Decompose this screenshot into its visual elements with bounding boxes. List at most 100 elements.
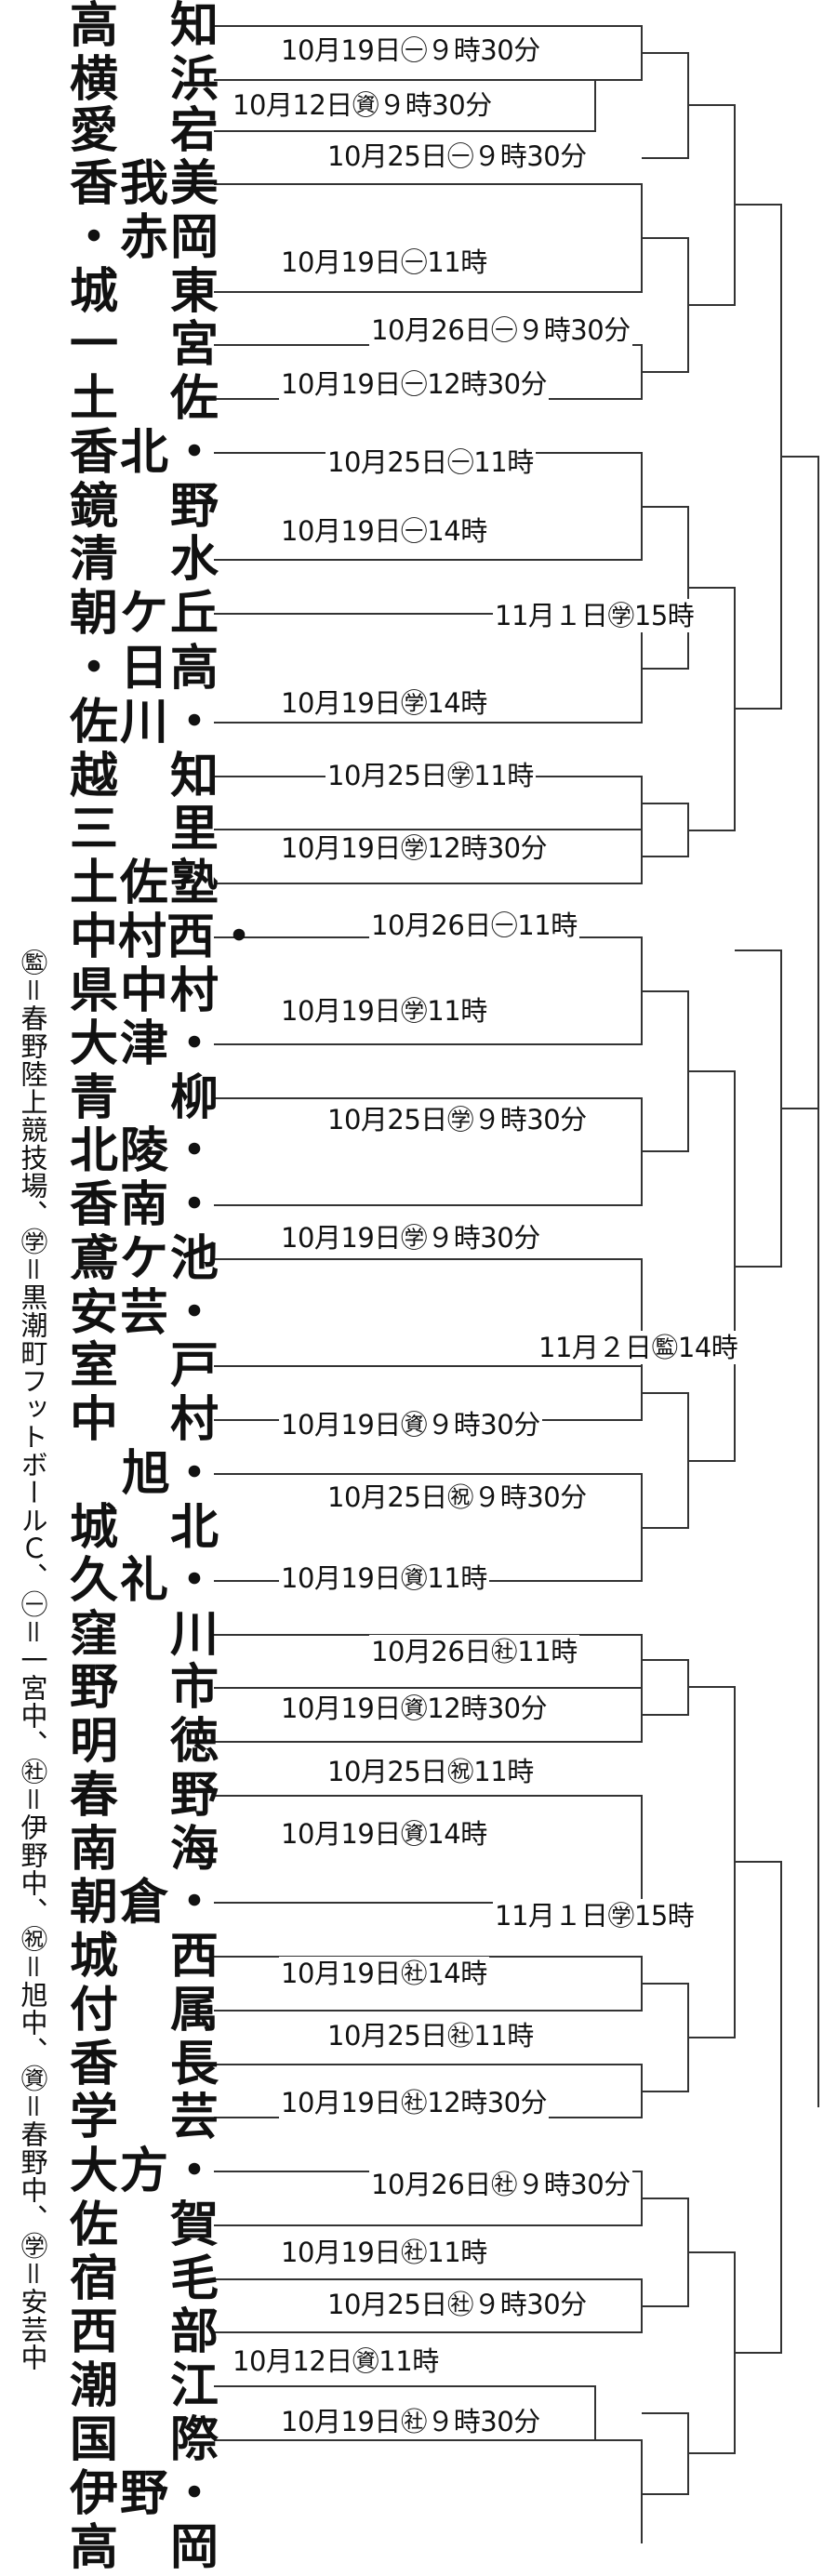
match-label: 10月19日㊓14時 xyxy=(279,1957,489,1990)
match-label: 11月２日㊬14時 xyxy=(537,1331,740,1364)
team-name: 愛 宕 xyxy=(70,102,219,159)
bracket-line xyxy=(642,1392,689,1529)
bracket-line xyxy=(642,2412,689,2495)
match-label: 10月26日㊓９時30分 xyxy=(369,2168,632,2201)
bracket-line xyxy=(688,1070,736,1462)
team-name: 土 佐 xyxy=(70,370,219,427)
match-label: 10月19日㊓９時30分 xyxy=(279,2405,542,2438)
match-label: 10月25日㊫11時 xyxy=(326,759,536,792)
match-label: 10月25日㊗９時30分 xyxy=(326,1481,589,1514)
bracket-line xyxy=(735,204,782,710)
bracket-line xyxy=(735,949,782,1268)
team-name: 旭・ xyxy=(121,1445,219,1502)
team-name: 佐 賀 xyxy=(70,2197,219,2253)
team-name: 野 市 xyxy=(70,1659,219,1716)
bracket-line xyxy=(214,79,596,132)
bracket-line xyxy=(688,2251,736,2454)
bracket-line xyxy=(642,52,689,159)
team-name: 高 岡 xyxy=(70,2519,219,2576)
match-label: 11月１日㊫15時 xyxy=(493,1899,697,1932)
match-label: 10月19日㊓12時30分 xyxy=(279,2086,550,2119)
team-name: 鳶ケ池 xyxy=(70,1230,219,1287)
match-label: 10月25日㊫９時30分 xyxy=(326,1103,589,1136)
match-label: 10月19日㊫14時 xyxy=(279,686,489,720)
bracket-line xyxy=(688,1686,736,2038)
bracket-line xyxy=(642,506,689,670)
team-name: 清 水 xyxy=(70,531,219,588)
team-name: 南 海 xyxy=(70,1821,219,1878)
team-name: 潮 江 xyxy=(70,2357,219,2414)
team-name: 城 西 xyxy=(70,1928,219,1985)
team-name: 香北・ xyxy=(70,424,219,481)
match-label: 10月25日㊓11時 xyxy=(326,2019,536,2052)
venue-legend: ㊬＝春野陸上競技場、㊫＝黒潮町フットボールＣ、㊀＝一宮中、㊓＝伊野中、㊗＝旭中、… xyxy=(17,949,48,2372)
team-name: ・赤岡 xyxy=(70,209,219,266)
team-name: 佐川・ xyxy=(70,694,219,750)
match-label: 10月26日㊀11時 xyxy=(369,909,579,942)
match-label: 10月19日㊫12時30分 xyxy=(279,831,550,865)
team-name: 北陵・ xyxy=(70,1122,219,1179)
match-label: 11月１日㊫15時 xyxy=(493,599,697,632)
team-name: 明 徳 xyxy=(70,1713,219,1770)
bracket-line xyxy=(642,803,689,857)
team-name: 国 際 xyxy=(70,2411,219,2468)
bracket-line xyxy=(214,936,643,1045)
team-name: 土佐塾 xyxy=(70,855,219,911)
team-name: 香 長 xyxy=(70,2036,219,2092)
team-name: 西 部 xyxy=(70,2304,219,2360)
bracket-line xyxy=(642,237,689,373)
bracket-line xyxy=(781,456,819,1109)
match-label: 10月25日㊗11時 xyxy=(326,1755,536,1788)
bracket-line xyxy=(688,104,736,306)
team-name: 香南・ xyxy=(70,1176,219,1233)
bracket-line xyxy=(214,1795,643,1904)
team-name: 一 宮 xyxy=(70,316,219,373)
team-name: 城 北 xyxy=(70,1499,219,1556)
match-label: 10月12日㊮９時30分 xyxy=(231,88,494,122)
bracket-line xyxy=(214,2439,643,2543)
match-label: 10月19日㊮11時 xyxy=(279,1561,489,1595)
team-name: 高 知 xyxy=(70,0,219,54)
team-name: 大津・ xyxy=(70,1016,219,1072)
bracket-line xyxy=(735,1861,782,2354)
team-name: 安芸・ xyxy=(70,1284,219,1341)
match-label: 10月19日㊮12時30分 xyxy=(279,1692,550,1725)
team-name: 鏡 野 xyxy=(70,478,219,535)
bracket-line xyxy=(642,990,689,1152)
match-label: 10月25日㊓９時30分 xyxy=(326,2288,589,2321)
team-name: 県中村 xyxy=(70,963,219,1019)
match-label: 10月19日㊫９時30分 xyxy=(279,1221,542,1255)
bracket-line xyxy=(642,1659,689,1716)
match-label: 10月25日㊀11時 xyxy=(326,445,536,479)
team-name: 香我美 xyxy=(70,155,219,212)
team-name: 城 東 xyxy=(70,263,219,320)
bracket-line xyxy=(642,2198,689,2307)
bracket-line xyxy=(642,1983,689,2092)
match-label: 10月25日㊀９時30分 xyxy=(326,139,589,173)
team-name: 春 野 xyxy=(70,1767,219,1824)
match-label: 10月19日㊮14時 xyxy=(279,1817,489,1851)
team-name: 三 里 xyxy=(70,801,219,857)
team-name: ・日高 xyxy=(70,640,219,697)
match-label: 10月19日㊓11時 xyxy=(279,2236,489,2269)
team-name: 朝倉・ xyxy=(70,1874,219,1931)
match-label: 10月19日㊫11時 xyxy=(279,994,489,1028)
team-name: 付 属 xyxy=(70,1982,219,2038)
team-name: 大方・ xyxy=(70,2143,219,2199)
team-name: 宿 毛 xyxy=(70,2251,219,2307)
team-name: 中 村 xyxy=(70,1391,219,1448)
match-label: 10月19日㊀９時30分 xyxy=(279,33,542,67)
match-label: 10月26日㊓11時 xyxy=(369,1635,579,1668)
team-name: 室 戸 xyxy=(70,1337,219,1394)
team-name: 青 柳 xyxy=(70,1069,219,1126)
team-name: 窪 川 xyxy=(70,1606,219,1663)
team-name: 越 知 xyxy=(70,748,219,804)
match-label: 10月19日㊀11時 xyxy=(279,246,489,279)
team-name: 横 浜 xyxy=(70,51,219,108)
match-label: 10月12日㊮11時 xyxy=(231,2344,441,2378)
team-name: 朝ケ丘 xyxy=(70,585,219,642)
match-label: 10月19日㊀14時 xyxy=(279,514,489,548)
match-label: 10月26日㊀９時30分 xyxy=(369,313,632,347)
match-label: 10月19日㊀12時30分 xyxy=(279,367,550,401)
